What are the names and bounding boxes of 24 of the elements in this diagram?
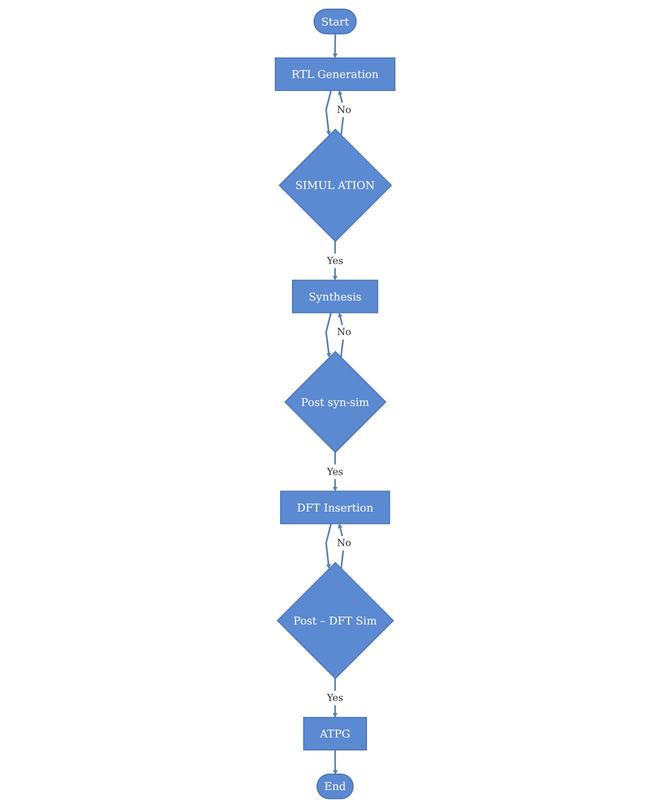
arrow — [326, 90, 332, 136]
node-diamond: SIMUL ATION — [279, 128, 393, 242]
edge-label: No — [337, 104, 352, 116]
node-box: Synthesis — [292, 280, 379, 314]
edge-label: Yes — [327, 692, 344, 704]
edge-label: Yes — [327, 255, 344, 267]
node-diamond: Post – DFT Sim — [277, 562, 394, 680]
arrow — [333, 34, 338, 58]
node-box: ATPG — [304, 716, 368, 750]
arrow — [333, 241, 338, 281]
edge-label: Yes — [327, 466, 344, 478]
node-box: RTL Generation — [275, 58, 396, 92]
arrow — [338, 524, 346, 569]
arrow — [338, 312, 346, 358]
arrow — [338, 90, 346, 136]
arrow — [326, 312, 332, 358]
arrow — [333, 678, 338, 718]
node-box: DFT Insertion — [280, 490, 390, 524]
arrow — [333, 750, 338, 775]
arrow — [333, 452, 338, 492]
arrow — [326, 524, 332, 569]
edge-label: No — [337, 538, 352, 549]
edge-label: No — [337, 326, 352, 338]
node-diamond: Post syn-sim — [284, 350, 387, 454]
